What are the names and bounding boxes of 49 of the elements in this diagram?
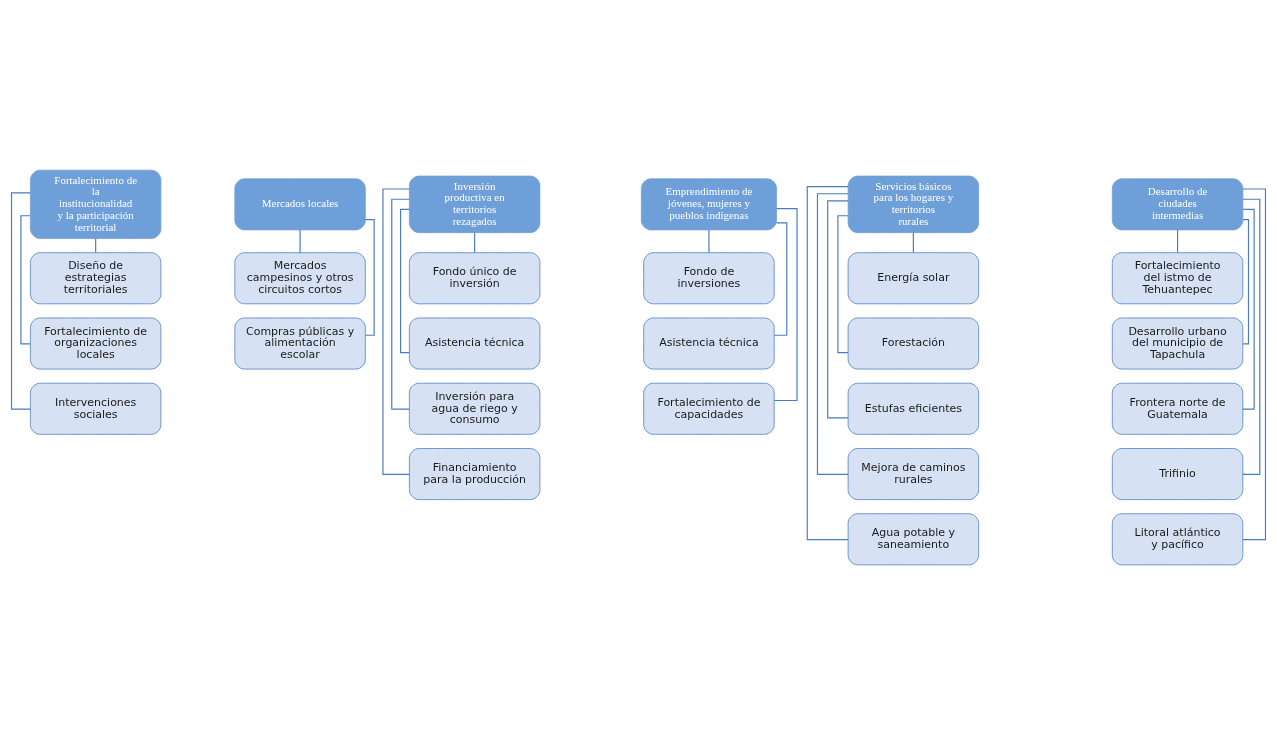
connector [382,188,410,475]
node-box: Desarrollo de ciudades intermedias [1111,178,1244,231]
node-box: Fortalecimiento de organizaciones locales [30,317,162,370]
node-box: Litoral atlántico y pacífico [1111,513,1244,566]
node-box: Frontera norte de Guatemala [1111,382,1244,435]
node-box: Mercados locales [234,178,366,231]
node-box: Asistencia técnica [409,317,541,370]
connector [1242,198,1261,475]
node-box: Inversión para agua de riego y consumo [409,382,541,435]
node-box: Fondo único de inversión [409,252,541,305]
node-box: Forestación [847,317,980,370]
connector [1242,188,1267,541]
connector [1242,219,1250,345]
node-box: Servicios básicos para los hogares y territorios rurales [847,175,980,234]
node-box: Fondo de inversiones [643,252,775,305]
node-box: Financiamiento para la producción [409,448,541,500]
node-box: Compras públicas y alimentación escolar [234,317,366,370]
connector [20,215,31,345]
connector [773,208,798,402]
node-box: Intervenciones sociales [30,382,162,435]
connector [912,232,914,254]
connector [364,219,375,336]
node-box: Fortalecimiento de capacidades [643,382,775,435]
node-box: Inversión productiva en territorios rezagados [409,175,541,234]
node-box: Fortalecimiento de la institucionalidad y la participación territorial [30,169,162,239]
connector [1177,229,1179,254]
node-box: Agua potable y saneamiento [847,513,980,566]
node-box: Desarrollo urbano del municipio de Tapachula [1111,317,1244,370]
connector [773,222,788,336]
connector [806,186,849,541]
node-box: Asistencia técnica [643,317,775,370]
connector [299,229,301,254]
node-box: Mejora de caminos rurales [847,448,980,500]
connector [400,208,410,354]
connector [827,200,849,419]
connector [1242,208,1255,410]
connector [391,198,410,410]
connector [708,229,710,254]
node-box: Emprendimiento de jóvenes, mujeres y pueblos indígenas [640,178,777,231]
connector [474,232,476,254]
node-box: Estufas eficientes [847,382,980,435]
node-box: Diseño de estrategias territoriales [30,252,162,305]
connector [10,192,31,410]
node-box: Energía solar [847,252,980,305]
connector [816,193,849,475]
node-box: Trifinio [1111,448,1244,500]
node-box: Mercados campesinos y otros circuitos cortos [234,252,366,305]
connector [837,215,849,354]
node-box: Fortalecimiento del istmo de Tehuantepec [1111,252,1244,305]
